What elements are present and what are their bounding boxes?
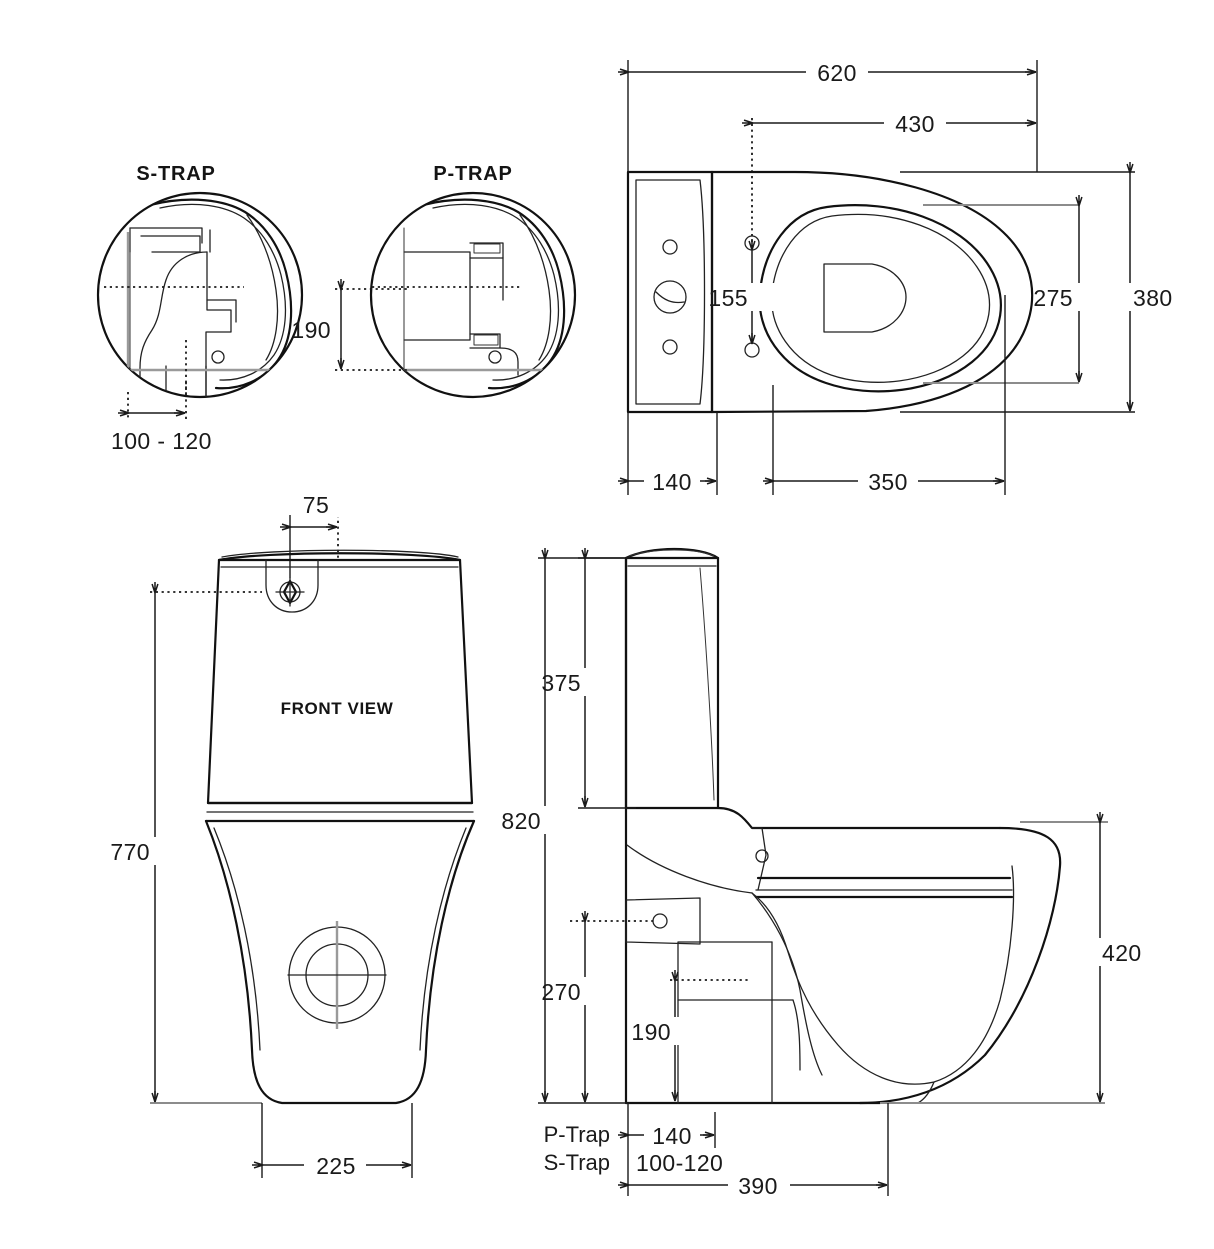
- side-dim-375-label: 375: [541, 670, 581, 696]
- plan-cistern-outline: [626, 170, 714, 414]
- side-dim-820-label: 820: [501, 808, 541, 834]
- plan-seat-inner: [771, 213, 991, 383]
- plan-dim-430-label: 430: [895, 111, 935, 137]
- side-pan-rear-curve: [626, 844, 753, 894]
- side-cistern-outline: [624, 556, 720, 810]
- side-pan-shoulder: [716, 806, 1002, 830]
- front-pan-inner-left: [213, 827, 261, 1051]
- plan-fixing-hole-bottom: [662, 339, 678, 355]
- plan-dim-140-label: 140: [652, 469, 692, 495]
- front-elevation-view: 75: [110, 491, 476, 1179]
- side-dim-100-120-label: 100-120: [636, 1150, 723, 1176]
- side-outlet-box-curve: [792, 999, 801, 1071]
- plan-dim-275-label: 275: [1033, 285, 1073, 311]
- front-dim-75-label: 75: [303, 492, 329, 518]
- p-trap-height-dimension-label: 190: [291, 317, 331, 343]
- plan-fixing-hole-top: [662, 239, 678, 255]
- plan-bowl-outline: [710, 170, 1034, 414]
- p-trap-section-geometry: [371, 198, 575, 397]
- p-trap-detail-view: P-TRAP: [291, 163, 577, 399]
- side-dim-390-label: 390: [738, 1173, 778, 1199]
- front-cistern-outline: [206, 558, 474, 805]
- plan-bolt-hole-bottom: [744, 342, 760, 358]
- s-trap-section-geometry: [98, 198, 302, 397]
- side-bowl-inner-profile: [751, 865, 1015, 1085]
- side-dim-270-label: 270: [541, 979, 581, 1005]
- side-dim-140-label: 140: [652, 1123, 692, 1149]
- s-trap-offset-dimension-label: 100 - 120: [111, 428, 212, 454]
- side-dim-420-label: 420: [1102, 940, 1142, 966]
- front-dim-770-label: 770: [110, 839, 150, 865]
- front-flush-button-recess: [265, 559, 319, 613]
- plan-dim-620-label: 620: [817, 60, 857, 86]
- front-pan-outline: [204, 819, 476, 1105]
- front-pan-inner-right: [419, 827, 467, 1051]
- side-dim-190-label: 190: [631, 1019, 671, 1045]
- s-trap-detail-view: S-TRAP: [96, 163, 304, 454]
- plan-cistern-inner: [635, 179, 706, 405]
- plan-flush-button-split: [655, 291, 685, 304]
- p-trap-title: P-TRAP: [433, 163, 512, 185]
- side-seat-bolt-icon: [755, 849, 769, 863]
- plan-flush-button-icon: [653, 280, 687, 314]
- plan-seat-outline: [758, 204, 1002, 393]
- side-label-p-trap: P-Trap: [544, 1122, 610, 1147]
- side-bowl-outer-profile: [858, 826, 1062, 1105]
- side-seat-hinge: [751, 827, 767, 891]
- front-dim-225-label: 225: [316, 1153, 356, 1179]
- side-cistern-lid-curve: [628, 549, 715, 557]
- side-bowl-foot: [917, 1081, 935, 1104]
- side-label-s-trap: S-Trap: [544, 1150, 610, 1175]
- side-cistern-edge-curve: [699, 567, 715, 801]
- top-plan-view: 620 430 155: [618, 58, 1173, 495]
- side-elevation-view: 820 375 270 190 420 P-Trap S-Trap: [501, 547, 1142, 1199]
- plan-dim-380-label: 380: [1133, 285, 1173, 311]
- plan-bowl-aperture: [823, 263, 907, 333]
- front-outlet-circle-icon: [287, 921, 387, 1029]
- front-cistern-lid-curve: [221, 549, 459, 558]
- plan-dim-155-label: 155: [708, 285, 748, 311]
- plan-dim-350-label: 350: [868, 469, 908, 495]
- front-view-label: FRONT VIEW: [281, 699, 394, 718]
- s-trap-detail-circle: [96, 191, 304, 399]
- plan-bolt-hole-top: [744, 235, 760, 251]
- front-cistern-lid-top: [217, 552, 462, 562]
- front-flush-button-icon: [275, 577, 305, 607]
- side-inlet-spigot: [625, 897, 701, 945]
- s-trap-title: S-TRAP: [136, 163, 215, 185]
- p-trap-detail-circle: [369, 191, 577, 399]
- side-inlet-hole-icon: [652, 913, 668, 929]
- side-bowl-front-curve: [751, 892, 823, 1076]
